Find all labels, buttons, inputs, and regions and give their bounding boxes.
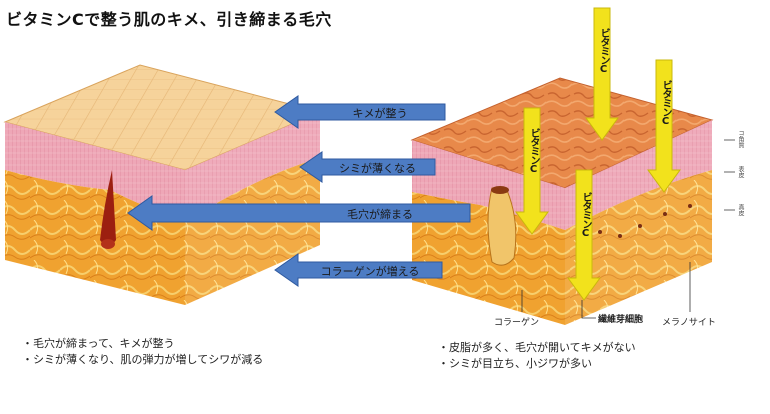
- callout-fibroblast: 繊維芽細胞: [598, 312, 643, 325]
- edge-label-dermis: 真皮: [736, 204, 745, 216]
- healthy-notes: ・毛穴が締まって、キメが整う ・シミが薄くなり、肌の弾力が増してシワが減る: [22, 336, 263, 368]
- healthy-note: ・シミが薄くなり、肌の弾力が増してシワが減る: [22, 352, 263, 368]
- arrow-label-keana: 毛穴が締まる: [300, 206, 460, 222]
- damaged-notes: ・皮脂が多く、毛穴が開いてキメがない ・シミが目立ち、小ジワが多い: [438, 340, 636, 372]
- damaged-note: ・皮脂が多く、毛穴が開いてキメがない: [438, 340, 636, 356]
- arrow-label-collagen: コラーゲンが増える: [300, 263, 440, 279]
- vitamin-c-label-1: ビタミンC: [596, 28, 611, 74]
- callout-melanocyte: メラノサイト: [662, 315, 716, 328]
- vitamin-c-label-4: ビタミンC: [578, 192, 593, 238]
- arrow-label-kime: キメが整う: [325, 105, 435, 121]
- vitamin-c-label-3: ビタミンC: [526, 128, 541, 174]
- edge-label-epidermis: 表皮: [736, 166, 745, 178]
- callout-collagen: コラーゲン: [494, 315, 539, 328]
- damaged-note: ・シミが目立ち、小ジワが多い: [438, 356, 636, 372]
- arrow-label-shimi: シミが薄くなる: [325, 160, 430, 176]
- edge-label-stratum: コ角質: [736, 130, 745, 148]
- healthy-note: ・毛穴が締まって、キメが整う: [22, 336, 263, 352]
- healthy-skin-block: [5, 65, 320, 305]
- vitamin-c-label-2: ビタミンC: [658, 80, 673, 126]
